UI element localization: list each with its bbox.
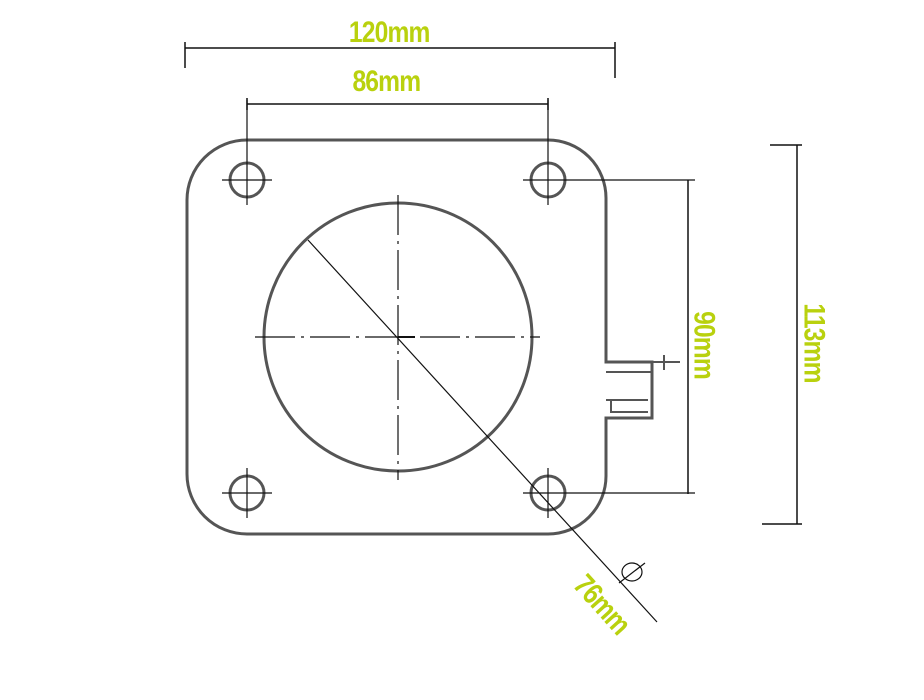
dimension-overall-width	[184, 42, 616, 78]
label-hole-spacing-vertical: 90mm	[687, 311, 721, 379]
mounting-hole-bottom-left	[222, 468, 272, 518]
plate-outline	[185, 138, 654, 536]
dimension-overall-height	[762, 144, 802, 525]
dimension-bore-diameter-leader	[307, 239, 658, 623]
diameter-symbol-icon	[618, 562, 646, 584]
mounting-hole-bottom-right	[523, 468, 695, 518]
label-overall-height: 113mm	[797, 303, 831, 383]
side-tab-detail	[606, 355, 680, 413]
mounting-hole-top-right	[523, 100, 695, 205]
label-hole-spacing-horizontal: 86mm	[352, 65, 421, 98]
mounting-hole-top-left	[222, 100, 272, 205]
label-overall-width: 120mm	[348, 16, 431, 49]
dimension-hole-spacing-horizontal	[246, 98, 549, 110]
